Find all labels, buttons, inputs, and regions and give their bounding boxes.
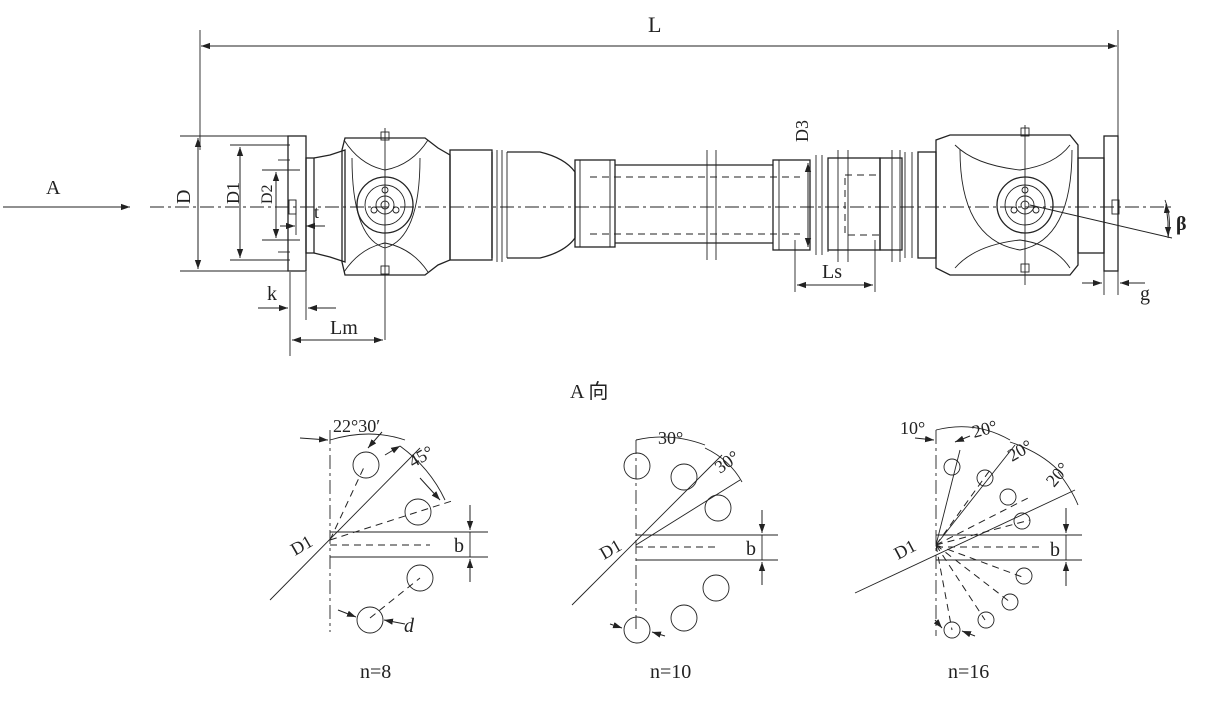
label-D2: D2	[259, 184, 276, 204]
right-flange: β	[1029, 135, 1187, 272]
d1-label-n10: D1	[596, 535, 625, 563]
flange-view-n10: b 30° 30° D1 n=10	[571, 428, 778, 683]
angle-label-n16-c: 20°	[1004, 436, 1036, 466]
shaft-tube	[590, 150, 800, 260]
label-beta: β	[1176, 213, 1187, 235]
label-g: g	[1140, 283, 1150, 305]
left-yoke	[313, 128, 451, 340]
dimension-L: L	[199, 12, 1119, 150]
caption-n16: n=16	[948, 661, 989, 683]
dimension-Ls: Ls	[794, 240, 876, 292]
label-A: A	[46, 177, 61, 199]
d1-label-n8: D1	[287, 531, 316, 559]
label-D1: D1	[223, 182, 243, 204]
label-Ls: Ls	[822, 261, 842, 283]
label-L: L	[648, 12, 661, 37]
label-D3: D3	[792, 120, 812, 142]
b-label-n8: b	[454, 535, 464, 557]
caption-n8: n=8	[360, 661, 391, 683]
diameter-dimensions: D D1 D2	[173, 135, 300, 272]
left-sleeve	[449, 149, 616, 262]
angle-label-n8-a: 22°30′	[333, 416, 380, 436]
angle-label-n16-b: 20°	[970, 416, 1000, 442]
view-title-A: A 向	[570, 380, 608, 403]
view-arrow-A: A	[3, 177, 130, 211]
dimension-t: t	[280, 200, 325, 235]
dimension-k-Lm: k Lm	[258, 272, 383, 356]
angle-label-n16-a: 10°	[900, 418, 925, 438]
angle-label-n10-a: 30°	[658, 428, 683, 448]
d1-label-n16: D1	[890, 536, 919, 564]
label-k: k	[267, 283, 277, 305]
right-yoke	[917, 125, 1079, 285]
caption-n10: n=10	[650, 661, 691, 683]
d-label-n8: d	[404, 615, 415, 637]
b-label-n16: b	[1050, 539, 1060, 561]
angle-label-n10-b: 30°	[711, 446, 743, 477]
shaft-elevation-view: L A D D1 D	[3, 12, 1187, 356]
flange-view-n8: b 22°30′ 45° D1 d n=8	[269, 416, 488, 683]
label-D: D	[173, 190, 195, 204]
label-t: t	[314, 202, 319, 222]
spline-sleeve: D3	[772, 120, 919, 262]
angle-label-n8-b: 45°	[405, 442, 437, 472]
b-label-n10: b	[746, 538, 756, 560]
dimension-g: g	[1082, 271, 1150, 305]
label-Lm: Lm	[330, 317, 358, 339]
left-flange	[278, 135, 315, 272]
angle-label-n16-d: 20°	[1042, 458, 1074, 490]
flange-view-n16: b 10° 20° 20° 20° D1 n=16	[854, 416, 1082, 683]
